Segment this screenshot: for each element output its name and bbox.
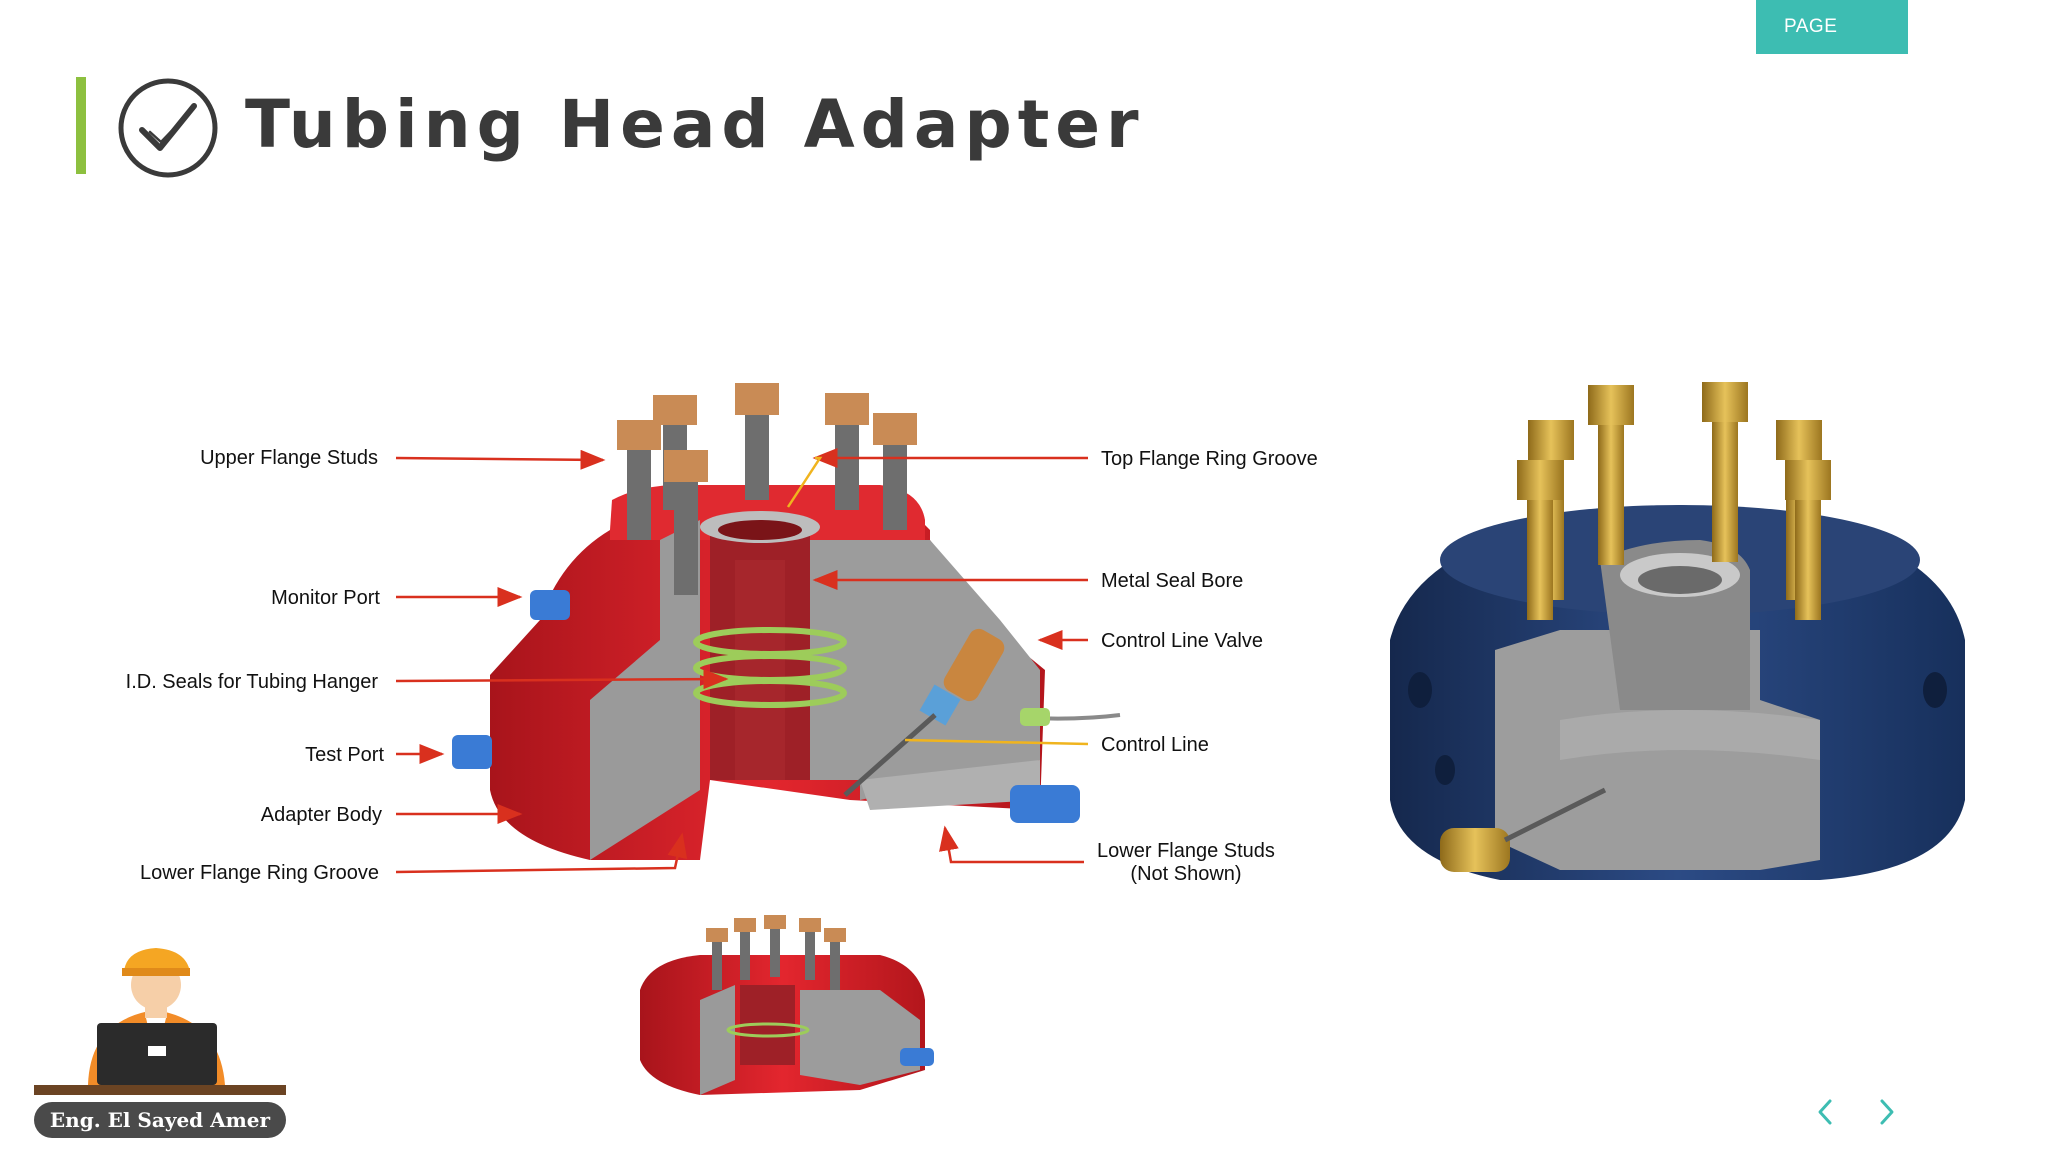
label-lower-flange-studs: Lower Flange Studs (Not Shown)	[1090, 840, 1282, 886]
test-port-fitting	[452, 735, 492, 769]
label-test-port: Test Port	[305, 744, 384, 766]
page-title: Tubing Head Adapter	[245, 86, 1145, 163]
check-circle-icon	[118, 78, 218, 178]
navy-adapter-illustration	[1390, 382, 1965, 880]
label-lower-flange-ring-groove: Lower Flange Ring Groove	[139, 862, 379, 884]
label-adapter-body: Adapter Body	[260, 804, 382, 826]
label-control-line: Control Line	[1101, 734, 1209, 756]
engineer-avatar	[34, 948, 286, 1095]
title-accent-bar	[76, 77, 86, 174]
label-control-line-valve: Control Line Valve	[1101, 630, 1263, 652]
navy-valve-fitting	[1440, 828, 1510, 872]
monitor-port-fitting	[530, 590, 570, 620]
control-line-valve	[943, 628, 1005, 702]
label-upper-flange-studs: Upper Flange Studs	[200, 447, 378, 469]
label-monitor-port: Monitor Port	[271, 587, 380, 609]
label-id-seals: I.D. Seals for Tubing Hanger	[125, 671, 378, 693]
chevron-left-icon[interactable]	[1806, 1092, 1846, 1132]
label-lower-flange-studs-line2: (Not Shown)	[1130, 863, 1242, 885]
adapter-thumbnail-illustration	[640, 915, 934, 1095]
lower-port-fitting	[1010, 785, 1080, 823]
label-lower-flange-studs-line1: Lower Flange Studs	[1097, 840, 1275, 862]
chevron-right-icon[interactable]	[1866, 1092, 1906, 1132]
upper-flange-studs	[617, 383, 917, 595]
adapter-cutaway-illustration	[452, 383, 1121, 860]
label-metal-seal-bore: Metal Seal Bore	[1101, 570, 1244, 592]
navy-brass-studs	[1517, 382, 1831, 620]
author-badge: Eng. El Sayed Amer	[34, 1102, 286, 1138]
page-tab[interactable]: PAGE	[1756, 0, 1908, 54]
label-top-flange-ring-groove: Top Flange Ring Groove	[1101, 448, 1318, 470]
